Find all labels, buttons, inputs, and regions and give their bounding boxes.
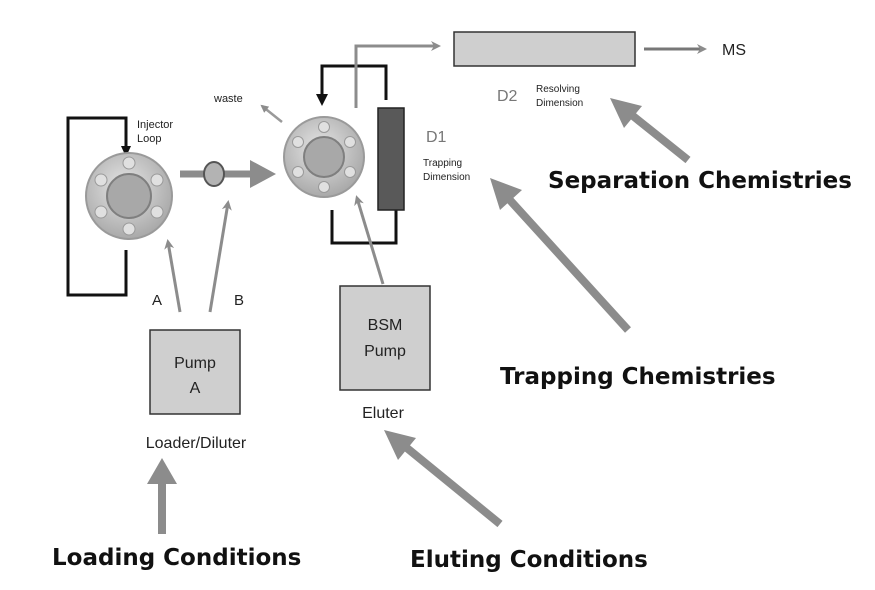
loading-conditions-label: Loading Conditions	[52, 545, 301, 571]
bsm-pump-box	[339, 285, 431, 391]
pump-a-label-1: Pump	[174, 355, 216, 372]
eluting-callout-arrow	[384, 430, 503, 528]
flow-arrowhead	[250, 160, 276, 188]
eluting-conditions-label: Eluting Conditions	[410, 547, 648, 573]
waste-arrow	[260, 104, 283, 123]
ms-label: MS	[722, 42, 746, 59]
injector-loop-line	[66, 116, 128, 297]
pump-a-box	[149, 329, 241, 415]
loader-diluter-label: Loader/Diluter	[146, 435, 247, 452]
trapping-chemistries-label: Trapping Chemistries	[500, 364, 776, 390]
port-a-label: A	[152, 292, 162, 309]
injector-loop-arrowhead	[121, 146, 131, 157]
injector-loop-label-1: Injector	[137, 119, 173, 131]
mixing-tee	[203, 161, 225, 187]
flow-to-d2-line	[354, 41, 441, 108]
resolving-dimension-label-2: Dimension	[536, 98, 583, 109]
trapping-valve	[283, 116, 365, 198]
d1-label: D1	[426, 129, 447, 146]
trapping-callout-arrow	[490, 178, 631, 333]
injector-loop-label-2: Loop	[137, 133, 161, 145]
loading-callout-arrow	[147, 458, 177, 534]
bsm-pump-label-2: Pump	[364, 343, 406, 360]
port-b-label: B	[234, 292, 244, 309]
trapping-column	[377, 107, 405, 211]
injector-valve	[85, 152, 173, 240]
resolving-dimension-label-1: Resolving	[536, 84, 580, 95]
bsm-pump-label-1: BSM	[368, 317, 403, 334]
waste-label: waste	[213, 93, 243, 105]
pump-a-label-2: A	[190, 380, 201, 397]
separation-chemistries-label: Separation Chemistries	[548, 168, 852, 194]
trap-loop-line	[320, 64, 388, 100]
d2-label: D2	[497, 88, 518, 105]
line-a-arrow	[164, 239, 182, 313]
trap-loop-arrowhead	[316, 94, 328, 106]
trap-bottom-line	[330, 210, 398, 245]
separation-callout-arrow	[610, 98, 691, 164]
trapping-dimension-label-2: Dimension	[423, 172, 470, 183]
line-b-arrow	[208, 200, 232, 313]
resolving-column	[453, 31, 636, 67]
trapping-dimension-label-1: Trapping	[423, 158, 462, 169]
eluter-label: Eluter	[362, 405, 404, 422]
bsm-pump-arrow	[354, 195, 385, 285]
